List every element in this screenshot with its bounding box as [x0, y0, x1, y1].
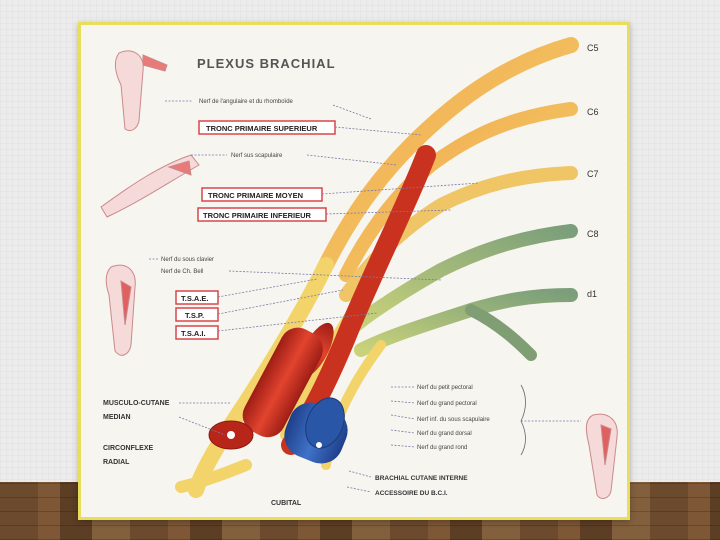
label-musculo-cutane: MUSCULO-CUTANE: [103, 400, 170, 407]
label-nerf-grand-rond: Nerf du grand rond: [417, 445, 467, 451]
root-labels: C5 C6 C7 C8 d1: [587, 43, 599, 299]
label-nerf-petit-pectoral: Nerf du petit pectoral: [417, 385, 473, 391]
label-nerf-angulaire: Nerf de l'angulaire et du rhomboïde: [199, 99, 294, 105]
label-median: MEDIAN: [103, 414, 131, 421]
root-label-c5: C5: [587, 43, 599, 53]
label-nerf-ch-bell: Nerf de Ch. Bell: [161, 269, 203, 275]
right-brace: [521, 385, 526, 455]
slide-frame: PLEXUS BRACHIAL: [78, 22, 630, 520]
label-tronc-moyen: TRONC PRIMAIRE MOYEN: [208, 191, 303, 200]
label-circonflexe: CIRCONFLEXE: [103, 445, 154, 452]
label-cubital: CUBITAL: [271, 500, 302, 507]
root-label-c7: C7: [587, 169, 599, 179]
root-label-c8: C8: [587, 229, 599, 239]
label-tronc-superieur: TRONC PRIMAIRE SUPERIEUR: [206, 124, 318, 133]
label-nerf-sus-scapulaire: Nerf sus scapulaire: [231, 153, 283, 159]
label-nerf-grand-pectoral: Nerf du grand pectoral: [417, 401, 477, 407]
bottom-right-labels: BRACHIAL CUTANE INTERNE ACCESSOIRE DU B.…: [375, 475, 468, 497]
right-labels: Nerf du petit pectoral Nerf du grand pec…: [417, 385, 490, 451]
arm-figure-2: [101, 155, 199, 217]
arm-figure-1: [115, 51, 167, 131]
root-label-c6: C6: [587, 107, 599, 117]
arm-figure-4: [586, 414, 617, 498]
label-nerf-sous-clavier: Nerf du sous clavier: [161, 257, 214, 263]
label-tronc-inferieur: TRONC PRIMAIRE INFERIEUR: [203, 211, 312, 220]
arm-figure-3: [106, 265, 135, 355]
root-label-d1: d1: [587, 289, 597, 299]
label-brachial-cutane-interne: BRACHIAL CUTANE INTERNE: [375, 475, 468, 482]
label-tsp: T.S.P.: [185, 311, 204, 320]
label-tsae: T.S.A.E.: [181, 294, 209, 303]
label-accessoire-bci: ACCESSOIRE DU B.C.I.: [375, 490, 448, 497]
label-tsai: T.S.A.I.: [181, 329, 206, 338]
brachial-plexus-diagram: PLEXUS BRACHIAL: [81, 25, 627, 517]
label-nerf-grand-dorsal: Nerf du grand dorsal: [417, 431, 472, 437]
label-radial: RADIAL: [103, 459, 130, 466]
label-nerf-inf-sous-scapulaire: Nerf inf. du sous scapulaire: [417, 417, 490, 423]
diagram-title: PLEXUS BRACHIAL: [197, 56, 336, 71]
bottom-left-labels: MUSCULO-CUTANE MEDIAN CIRCONFLEXE RADIAL: [103, 400, 170, 466]
